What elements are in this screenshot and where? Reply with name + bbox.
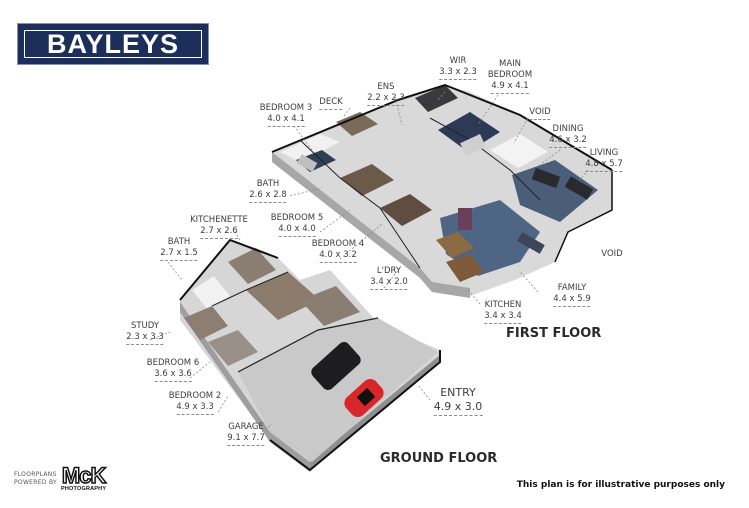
- room-dims: 2.7 x 1.5: [160, 248, 198, 261]
- room-label-bath-ground: BATH 2.7 x 1.5: [160, 237, 198, 261]
- credit-text: FLOORPLANS POWERED BY: [14, 471, 57, 487]
- room-label-ens: ENS 2.2 x 2.3: [367, 82, 405, 106]
- first-floor-model: [271, 83, 613, 298]
- room-name: KITCHENETTE: [190, 215, 248, 225]
- room-name: DINING: [552, 124, 584, 134]
- room-name: BEDROOM 3: [259, 103, 313, 113]
- room-dims: 4.9 x 3.3: [176, 402, 214, 415]
- room-name: FAMILY: [557, 283, 587, 293]
- room-dims: 9.1 x 7.7: [227, 433, 265, 446]
- room-label-kitchen: KITCHEN 3.4 x 3.4: [484, 300, 522, 324]
- ground-floor-model: [179, 238, 441, 472]
- room-name: BEDROOM 2: [168, 391, 222, 401]
- room-name: STUDY: [130, 321, 160, 331]
- room-label-living: LIVING 4.8 x 5.7: [585, 148, 623, 172]
- room-dims: 2.7 x 2.6: [200, 226, 238, 239]
- room-label-void-lower: VOID: [601, 249, 622, 260]
- room-name: L'DRY: [376, 266, 402, 276]
- room-label-bedroom-5: BEDROOM 5 4.0 x 4.0: [271, 213, 323, 237]
- room-dims: 4.9 x 4.1: [491, 81, 529, 94]
- disclaimer: This plan is for illustrative purposes o…: [516, 480, 725, 490]
- room-name: GARAGE: [228, 422, 264, 432]
- room-label-main-bedroom: MAIN BEDROOM 4.9 x 4.1: [488, 59, 532, 94]
- room-name: WIR: [449, 56, 467, 66]
- room-label-bedroom-2: BEDROOM 2 4.9 x 3.3: [169, 391, 221, 415]
- room-name: BEDROOM 6: [146, 358, 200, 368]
- room-name: VOID: [529, 107, 551, 120]
- room-label-study: STUDY 2.3 x 3.3: [126, 321, 164, 345]
- mck-logo: McK PHOTOGRAPHY: [61, 463, 107, 492]
- room-label-laundry: L'DRY 3.4 x 2.0: [370, 266, 408, 290]
- room-label-family: FAMILY 4.4 x 5.9: [553, 283, 591, 307]
- room-label-entry: ENTRY 4.9 x 3.0: [433, 386, 483, 416]
- leader-lines: [149, 91, 589, 433]
- mck-logo-text: McK: [61, 463, 107, 488]
- room-label-void-upper: VOID: [529, 107, 551, 120]
- room-dims: 4.4 x 5.9: [553, 294, 591, 307]
- room-dims: 4.0 x 3.2: [319, 250, 357, 263]
- room-dims: 2.3 x 3.3: [126, 332, 164, 345]
- photographer-credit: FLOORPLANS POWERED BY McK PHOTOGRAPHY: [14, 463, 107, 492]
- credit-line-1: FLOORPLANS: [14, 471, 57, 478]
- room-label-wir: WIR 3.3 x 2.3: [439, 56, 477, 80]
- logo-text: BAYLEYS: [46, 28, 180, 59]
- room-name: ENTRY: [440, 386, 476, 399]
- room-dims: 4.8 x 5.7: [585, 159, 623, 172]
- room-name: VOID: [601, 249, 623, 259]
- room-name: BEDROOM 4: [311, 239, 365, 249]
- room-label-bedroom-4: BEDROOM 4 4.0 x 3.2: [312, 239, 364, 263]
- first-floor-title: FIRST FLOOR: [506, 326, 602, 341]
- room-name-line2: BEDROOM: [487, 70, 533, 80]
- room-dims: 4.0 x 4.1: [267, 114, 305, 127]
- room-dims: 3.6 x 3.6: [154, 369, 192, 382]
- room-name: MAIN: [498, 59, 521, 69]
- room-label-dining: DINING 4.6 x 3.2: [549, 124, 587, 148]
- mck-logo-subtext: PHOTOGRAPHY: [61, 486, 107, 492]
- room-dims: 4.0 x 4.0: [278, 224, 316, 237]
- room-label-kitchenette: KITCHENETTE 2.7 x 2.6: [190, 215, 248, 239]
- room-name: BATH: [167, 237, 191, 247]
- room-name: BEDROOM 5: [270, 213, 324, 223]
- room-dims: 4.9 x 3.0: [433, 400, 483, 416]
- room-label-garage: GARAGE 9.1 x 7.7: [227, 422, 265, 446]
- room-name: ENS: [377, 82, 395, 92]
- room-dims: 3.3 x 2.3: [439, 67, 477, 80]
- room-label-bath-first: BATH 2.6 x 2.8: [249, 179, 287, 203]
- room-dims: 2.2 x 2.3: [367, 93, 405, 106]
- room-dims: 4.6 x 3.2: [549, 135, 587, 148]
- room-dims: 3.4 x 2.0: [370, 277, 408, 290]
- credit-line-2: POWERED BY: [14, 479, 58, 486]
- room-name: DECK: [319, 97, 343, 110]
- room-name: KITCHEN: [484, 300, 522, 310]
- room-label-bedroom-3: BEDROOM 3 4.0 x 4.1: [260, 103, 312, 127]
- logo-border: [24, 30, 202, 58]
- room-label-deck: DECK: [319, 97, 343, 110]
- room-dims: 2.6 x 2.8: [249, 190, 287, 203]
- room-label-bedroom-6: BEDROOM 6 3.6 x 3.6: [147, 358, 199, 382]
- room-name: BATH: [256, 179, 280, 189]
- ground-floor-title: GROUND FLOOR: [380, 451, 498, 466]
- room-dims: 3.4 x 3.4: [484, 311, 522, 324]
- room-name: LIVING: [589, 148, 619, 158]
- bayleys-logo: BAYLEYS: [17, 23, 209, 65]
